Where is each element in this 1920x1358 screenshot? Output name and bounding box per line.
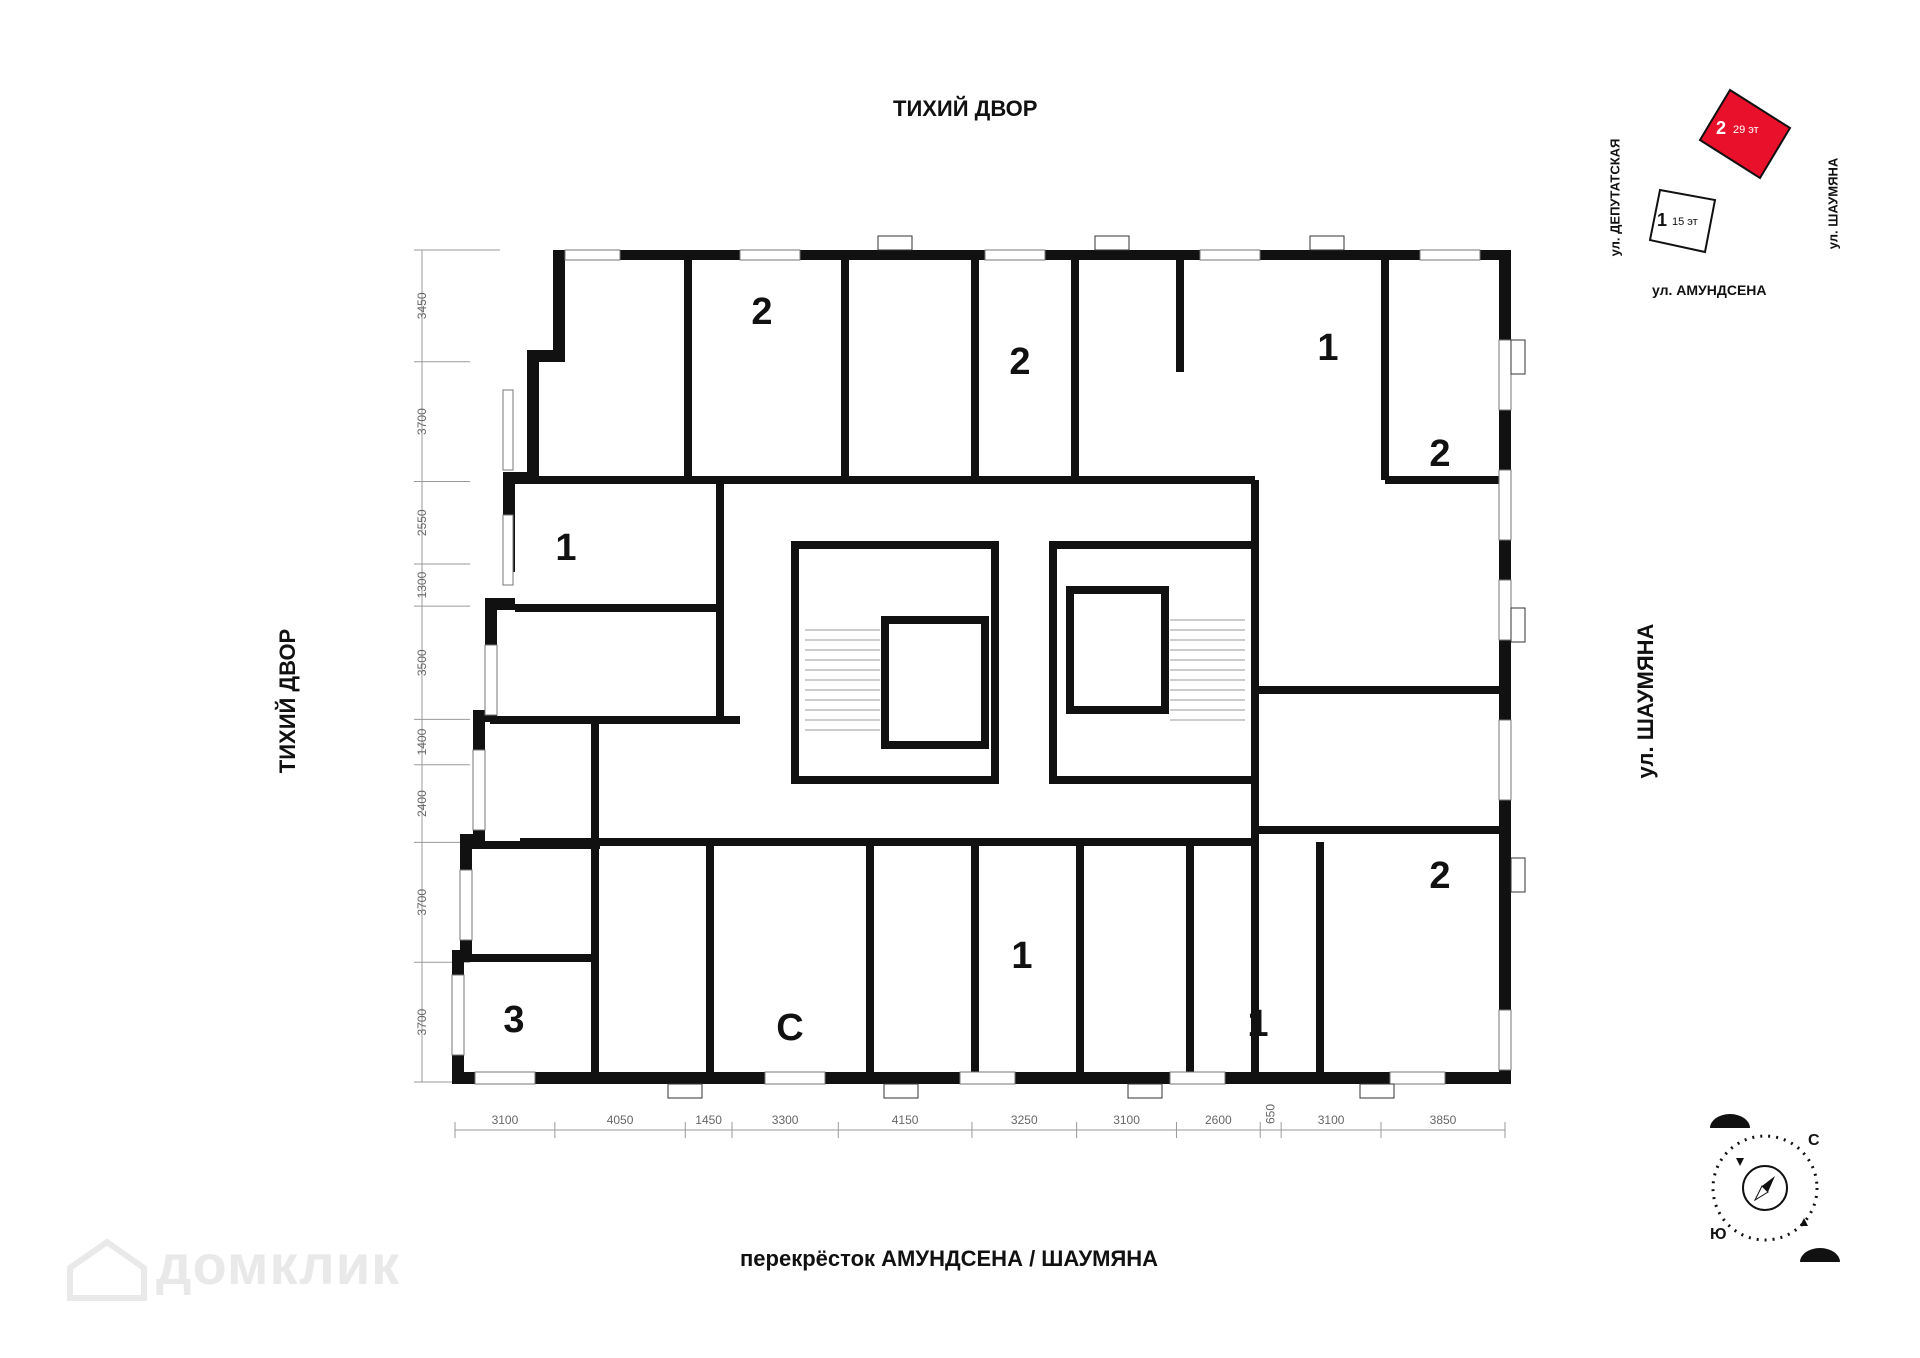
balconies	[667, 235, 1526, 1099]
dimension-bottom-5: 3250	[1011, 1113, 1038, 1127]
apartment-number-4: 1	[555, 527, 576, 569]
building-2-marker	[1698, 88, 1792, 180]
interior-walls	[460, 256, 1505, 1078]
building-1-number: 1	[1657, 210, 1668, 230]
apartment-number-9: С	[776, 1007, 803, 1049]
dimension-bottom-6: 3100	[1113, 1113, 1140, 1127]
watermark-house-icon	[67, 1238, 147, 1301]
dimension-left-1: 3700	[415, 408, 429, 435]
label-bottom: перекрёсток АМУНДСЕНА / ШАУМЯНА	[740, 1246, 1159, 1271]
apartment-number-6: 1	[1011, 935, 1032, 977]
site-street-left: ул. ДЕПУТАТСКАЯ	[1607, 138, 1623, 257]
apartment-number-2: 1	[1317, 327, 1338, 369]
compass-south: Ю	[1710, 1226, 1727, 1243]
label-left: ТИХИЙ ДВОР	[275, 628, 300, 774]
building-1-marker	[1648, 188, 1717, 254]
dimension-left-5: 1400	[415, 728, 429, 755]
site-street-bottom: ул. АМУНДСЕНА	[1652, 282, 1767, 298]
dimension-bottom-9: 3100	[1318, 1113, 1345, 1127]
site-street-right: ул. ШАУМЯНА	[1825, 157, 1841, 250]
dimension-left-4: 3500	[415, 649, 429, 676]
site-map	[1648, 88, 1792, 254]
dimension-bottom-1: 4050	[607, 1113, 634, 1127]
stairs	[805, 619, 1245, 731]
building-2-number: 2	[1716, 118, 1727, 138]
dimension-bottom-10: 3850	[1430, 1113, 1457, 1127]
watermark: домклик	[156, 1233, 401, 1296]
label-right: ул. ШАУМЯНА	[1633, 623, 1658, 779]
dimension-left-6: 2400	[415, 790, 429, 817]
dimension-left-8: 3700	[415, 1008, 429, 1035]
apartment-number-3: 2	[1429, 433, 1450, 475]
building-1-floors: 15 эт	[1672, 216, 1698, 228]
compass-north: С	[1808, 1132, 1820, 1149]
dimension-left-2: 2550	[415, 509, 429, 536]
dimension-left-7: 3700	[415, 889, 429, 916]
dimension-bottom-4: 4150	[892, 1113, 919, 1127]
dimension-left-0: 3450	[415, 292, 429, 319]
apartment-number-1: 2	[1009, 341, 1030, 383]
dimension-bottom-2: 1450	[695, 1113, 722, 1127]
apartment-number-0: 2	[751, 291, 772, 333]
dimension-bottom-3: 3300	[772, 1113, 799, 1127]
dimension-labels: 3100 4050 1450 3300 4150 3250 3100 2600 650 3100 3…	[415, 292, 1457, 1127]
dimension-bottom-0: 3100	[492, 1113, 519, 1127]
dimension-left-3: 1300	[415, 571, 429, 598]
dimension-bottom-7: 2600	[1205, 1113, 1232, 1127]
apartment-number-5: 2	[1429, 855, 1450, 897]
building-2-floors: 29 эт	[1733, 124, 1759, 136]
label-top: ТИХИЙ ДВОР	[893, 96, 1038, 121]
apartment-number-8: 3	[503, 999, 524, 1041]
dimension-bottom-8: 650	[1264, 1104, 1278, 1124]
windows	[451, 249, 1512, 1085]
apartment-numbers: 2 2 1 2 1 2 1 1 3 С	[503, 291, 1450, 1049]
apartment-number-7: 1	[1247, 1003, 1268, 1045]
compass-icon	[1710, 1114, 1840, 1262]
